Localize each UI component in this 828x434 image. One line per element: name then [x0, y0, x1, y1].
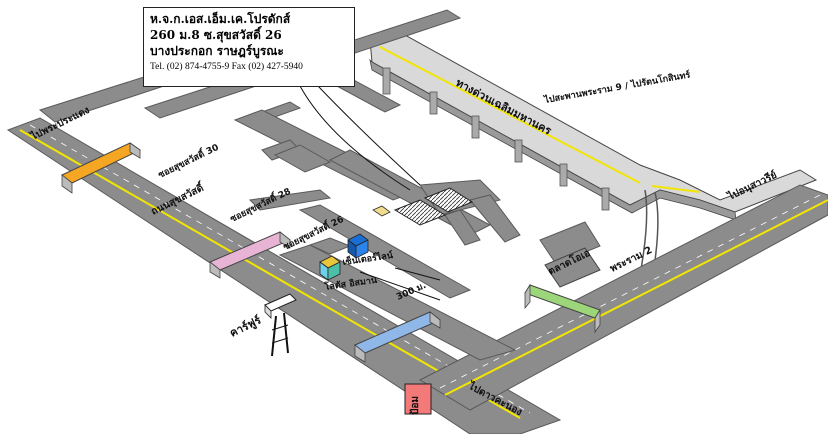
police-box	[404, 383, 432, 415]
caltex-sign	[264, 293, 297, 357]
bridge-soi28	[209, 231, 291, 279]
company-contact: Tel. (02) 874-4755-9 Fax (02) 427-5940	[150, 62, 303, 72]
label-police: ป้อม	[409, 396, 421, 415]
company-name: ห.จ.ก.เอส.เอ็ม.เค.โปรดักส์	[150, 12, 291, 26]
road-suksawat	[6, 117, 562, 434]
callout-leaders	[299, 85, 421, 191]
company-address-line1: 260 ม.8 ซ.สุขสวัสดิ์ 26	[150, 28, 282, 42]
label-caltex: คาร์ฟูร์	[228, 313, 264, 340]
company-callout: ห.จ.ก.เอส.เอ็ม.เค.โปรดักส์ 260 ม.8 ซ.สุข…	[143, 7, 355, 87]
road-rama2	[418, 184, 828, 411]
company-address-line2: บางประกอก ราษฎร์บูรณะ	[150, 44, 284, 58]
label-to-bhumibol: ไปสะพานพระราม 9 / ไปรัตนโกสินทร์	[542, 68, 691, 106]
shop-green	[319, 255, 341, 281]
shop-blue	[347, 233, 369, 259]
expressway	[369, 29, 818, 281]
bridge-soi26	[354, 311, 441, 363]
label-soi-30: ซอยสุขสวัสดิ์ 30	[156, 140, 221, 181]
bridge-pracha-uthit	[61, 142, 141, 194]
distance-marker	[359, 267, 441, 301]
bridge-rama2	[524, 283, 601, 334]
factory-building	[372, 187, 474, 226]
market-block	[544, 247, 601, 288]
